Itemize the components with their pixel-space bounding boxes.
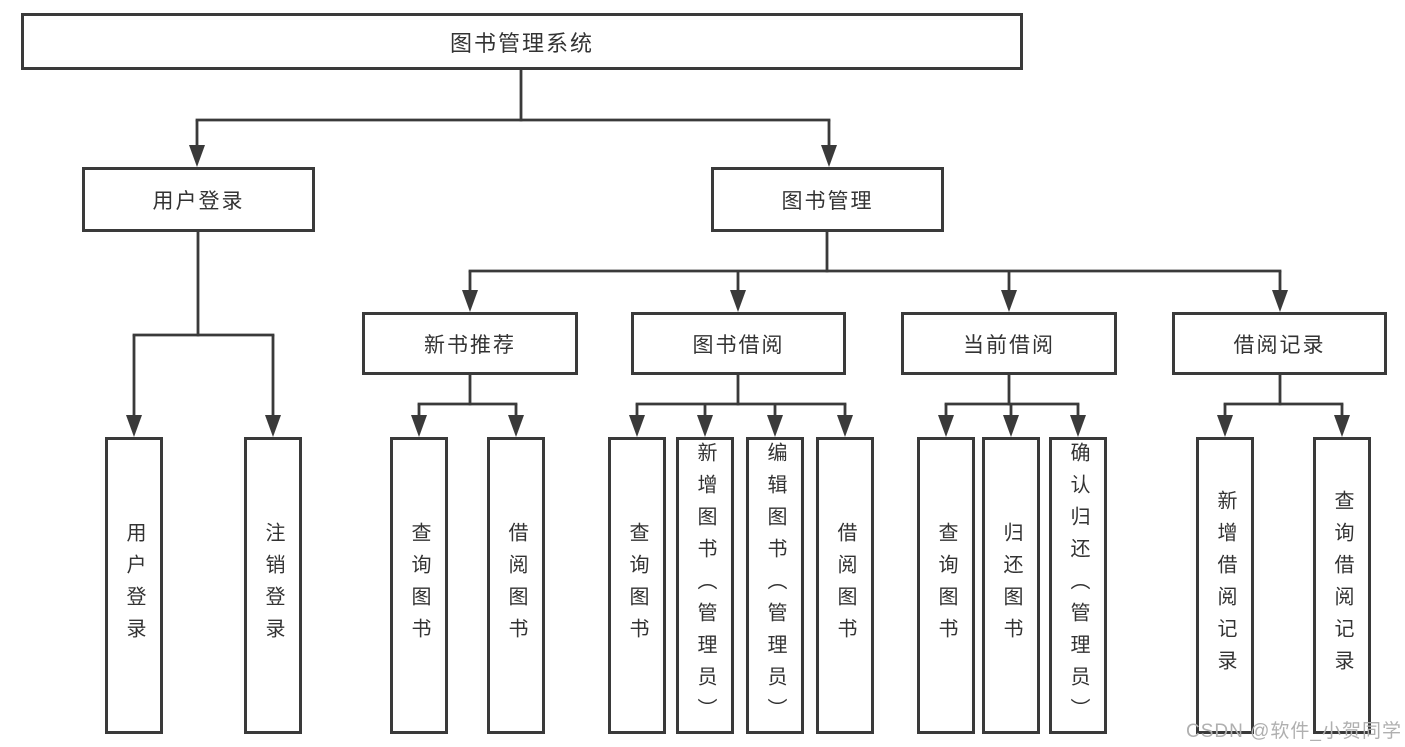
- node-book-borrow: 图书借阅: [631, 312, 846, 375]
- node-current-borrow: 当前借阅: [901, 312, 1117, 375]
- node-label: 图书管理系统: [449, 30, 594, 56]
- node-label: 查询图书: [935, 521, 957, 650]
- leaf-borrow-books: 借阅图书: [816, 437, 874, 734]
- leaf-add-borrow-record: 新增借阅记录: [1196, 437, 1254, 734]
- leaf-query-books-current: 查询图书: [917, 437, 975, 734]
- csdn-watermark: CSDN @软件_小贺同学: [1186, 721, 1402, 742]
- leaf-query-books-recommend: 查询图书: [390, 437, 448, 734]
- node-label: 当前借阅: [963, 333, 1055, 357]
- node-label: 编辑图书（管理员）: [764, 441, 786, 730]
- leaf-borrow-books-recommend: 借阅图书: [487, 437, 545, 734]
- node-label: 用户登录: [152, 189, 245, 213]
- node-user-login: 用户登录: [82, 167, 315, 232]
- node-label: 归还图书: [1000, 521, 1022, 650]
- leaf-return-book: 归还图书: [982, 437, 1040, 734]
- leaf-edit-book-admin: 编辑图书（管理员）: [746, 437, 804, 734]
- arrowhead-icons: [126, 145, 1350, 437]
- node-label: 确认归还（管理员）: [1067, 441, 1089, 730]
- node-label: 查询借阅记录: [1331, 489, 1353, 682]
- leaf-query-books-borrow: 查询图书: [608, 437, 666, 734]
- node-label: 图书管理: [781, 189, 874, 213]
- node-label: 用户登录: [123, 521, 145, 650]
- leaf-logout-login: 注销登录: [244, 437, 302, 734]
- node-new-book-recommend: 新书推荐: [362, 312, 578, 375]
- node-label: 注销登录: [262, 521, 284, 650]
- node-label: 新增图书（管理员）: [694, 441, 716, 730]
- node-label: 查询图书: [626, 521, 648, 650]
- node-label: 查询图书: [408, 521, 430, 650]
- node-label: 图书借阅: [692, 333, 785, 357]
- node-book-management: 图书管理: [711, 167, 944, 232]
- leaf-add-book-admin: 新增图书（管理员）: [676, 437, 734, 734]
- leaf-query-borrow-record: 查询借阅记录: [1313, 437, 1371, 734]
- node-label: 新增借阅记录: [1214, 489, 1236, 682]
- node-library-management-system: 图书管理系统: [21, 13, 1023, 70]
- leaf-user-login: 用户登录: [105, 437, 163, 734]
- node-borrow-records: 借阅记录: [1172, 312, 1387, 375]
- node-label: 借阅记录: [1233, 333, 1326, 357]
- node-label: 借阅图书: [505, 521, 527, 650]
- leaf-confirm-return-admin: 确认归还（管理员）: [1049, 437, 1107, 734]
- node-label: 借阅图书: [834, 521, 856, 650]
- node-label: 新书推荐: [424, 333, 516, 357]
